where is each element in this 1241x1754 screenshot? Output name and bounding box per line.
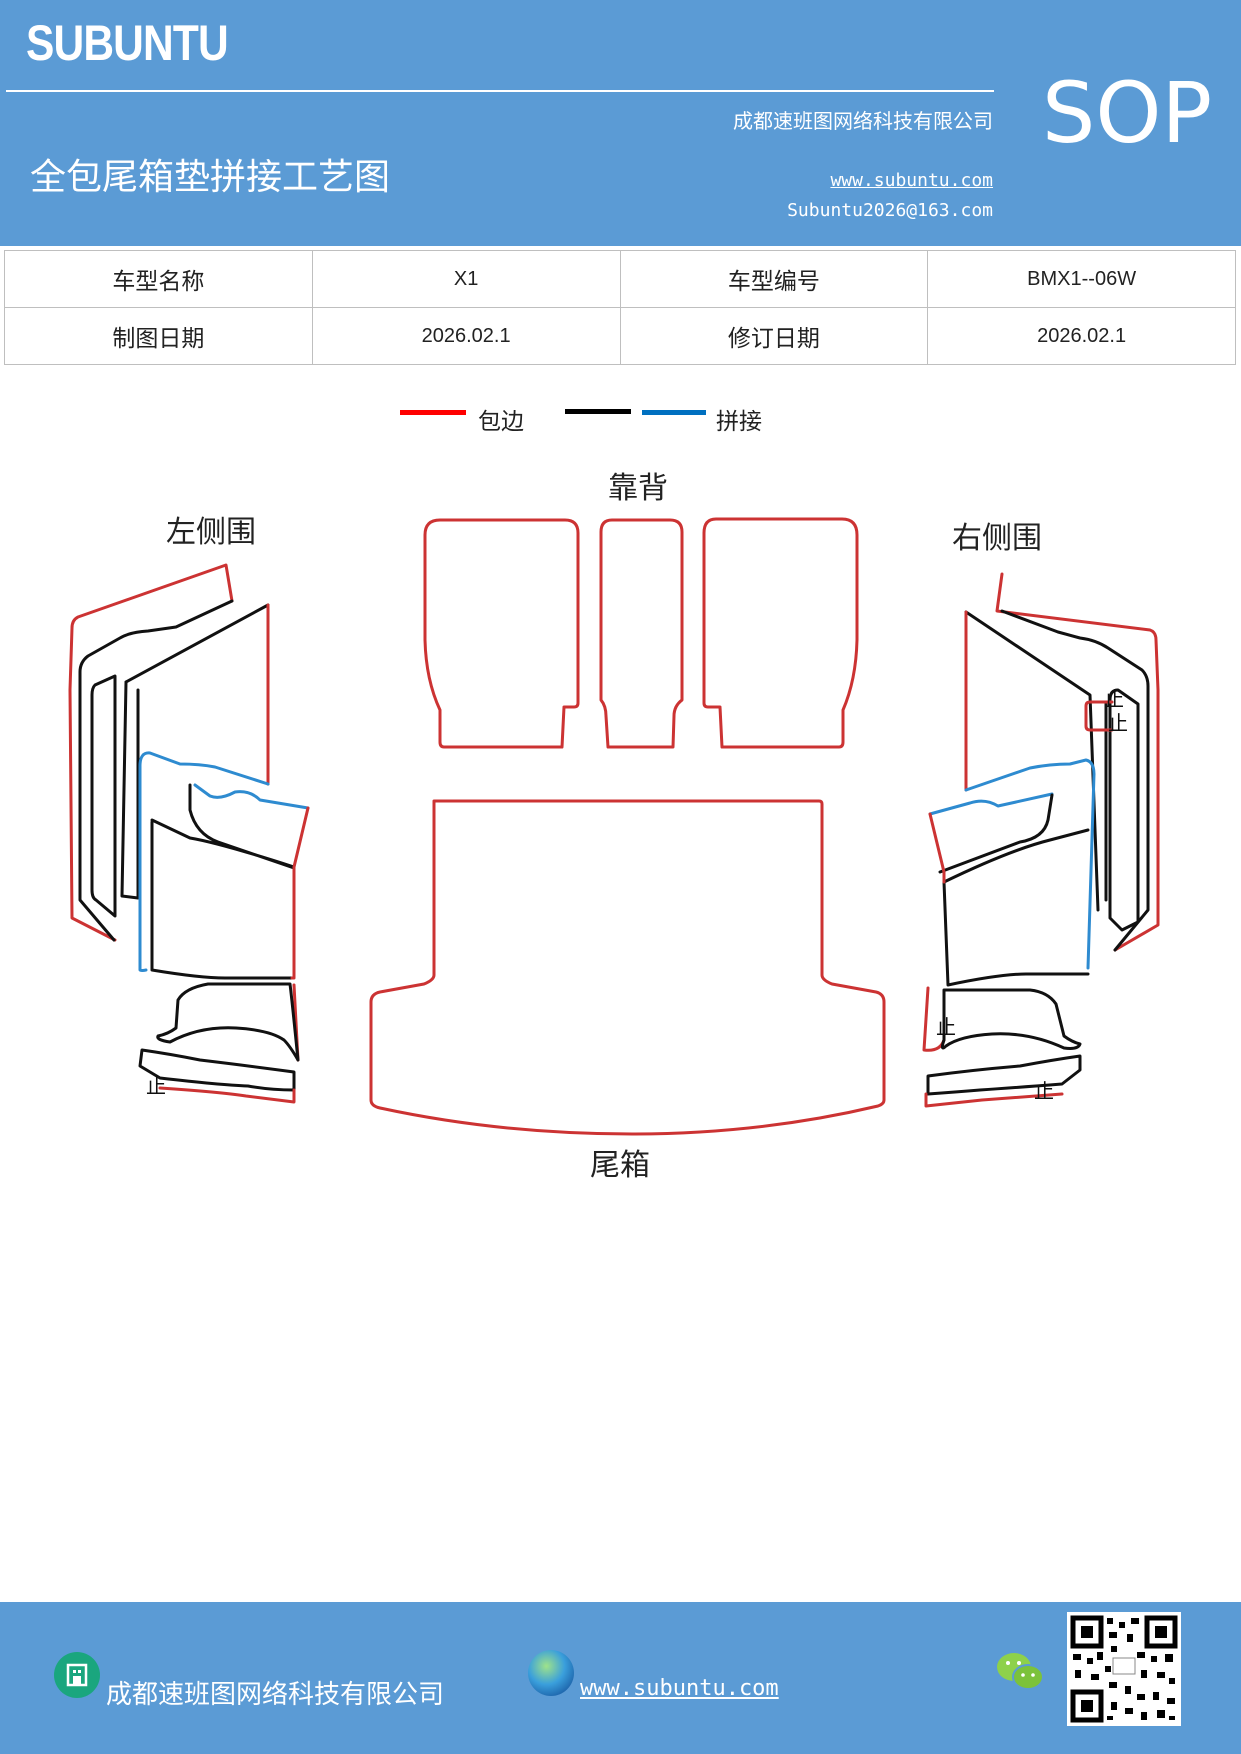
footer-url-link[interactable]: www.subuntu.com <box>580 1676 779 1701</box>
right-side-tab <box>1084 700 1114 732</box>
legend-blue-line <box>642 410 706 415</box>
right-stop-mark-1: 止 <box>1104 687 1124 711</box>
legend-label-edge: 包边 <box>478 409 524 435</box>
legend-label-seam: 拼接 <box>716 409 762 435</box>
backrest-label: 靠背 <box>608 471 668 506</box>
header-email: Subuntu2026@163.com <box>787 200 993 221</box>
backrest-left-piece <box>423 518 580 749</box>
header-banner: SUBUNTU 成都速班图网络科技有限公司 全包尾箱垫拼接工艺图 www.sub… <box>0 0 1241 246</box>
model-code-value: BMX1--06W <box>927 250 1236 308</box>
qr-code-image <box>1067 1612 1181 1726</box>
backrest-right-piece <box>702 517 859 749</box>
right-side-outer-black <box>1000 609 1150 952</box>
trunk-mat-diagram: 靠背 左侧围 右侧围 尾箱 止 止 止 <box>68 471 1160 1183</box>
globe-icon <box>528 1650 574 1696</box>
right-stop-mark-2: 止 <box>1108 711 1128 735</box>
left-side-lower-upper <box>150 783 296 870</box>
left-side-inner-strip <box>90 674 117 918</box>
right-side-blue-seam <box>928 758 1096 970</box>
right-stop-mark-4: 止 <box>1034 1079 1054 1103</box>
left-bottom-piece-1 <box>156 982 300 1062</box>
table-row: 制图日期 2026.02.1 修订日期 2026.02.1 <box>4 307 1236 365</box>
revise-date-value: 2026.02.1 <box>927 307 1236 365</box>
brand-logo: SUBUNTU <box>26 15 229 71</box>
page-title: 全包尾箱垫拼接工艺图 <box>30 157 391 198</box>
left-stop-mark: 止 <box>146 1074 166 1098</box>
right-stop-mark-3: 止 <box>936 1015 956 1039</box>
right-side-inner-strip <box>1108 688 1140 932</box>
right-bottom-piece-2-edge <box>924 1092 1064 1108</box>
right-side-lower-upper <box>938 793 1090 884</box>
table-row: 车型名称 X1 车型编号 BMX1--06W <box>4 250 1236 308</box>
left-bottom-piece-2-edge <box>158 1086 296 1104</box>
left-side-label: 左侧围 <box>166 515 256 550</box>
header-company: 成都速班图网络科技有限公司 <box>733 109 993 133</box>
wechat-icon[interactable] <box>995 1650 1045 1694</box>
footer-banner: 成都速班图网络科技有限公司 www.subuntu.com <box>0 1602 1241 1754</box>
legend-black-line <box>565 409 631 414</box>
legend-red-line <box>400 410 466 415</box>
left-side-outer-black <box>78 599 234 942</box>
model-code-label: 车型编号 <box>619 250 929 308</box>
right-side-lower-panel <box>942 880 1090 987</box>
trunk-label: 尾箱 <box>590 1148 650 1183</box>
footer-company: 成都速班图网络科技有限公司 <box>106 1680 445 1710</box>
header-url-link[interactable]: www.subuntu.com <box>830 170 993 191</box>
right-side-label: 右侧围 <box>952 521 1042 556</box>
building-icon <box>54 1652 100 1698</box>
draw-date-label: 制图日期 <box>4 307 313 365</box>
sop-badge: SOP <box>1042 64 1213 162</box>
left-side-blue-seam <box>138 751 310 972</box>
right-side-outer-edge <box>995 572 1160 952</box>
right-bottom-piece-2 <box>926 1054 1082 1096</box>
backrest-middle-piece <box>599 518 684 749</box>
left-side-upper-panel <box>120 603 270 900</box>
header-divider <box>6 90 994 92</box>
revise-date-label: 修订日期 <box>619 307 929 365</box>
model-name-value: X1 <box>311 250 621 308</box>
model-name-label: 车型名称 <box>4 250 313 308</box>
draw-date-value: 2026.02.1 <box>311 307 621 365</box>
right-side-upper-panel <box>964 610 1108 912</box>
right-bottom-piece-1 <box>940 988 1082 1050</box>
left-side-outer-edge <box>68 563 234 942</box>
model-info-table: 车型名称 X1 车型编号 BMX1--06W 制图日期 2026.02.1 修订… <box>4 250 1236 365</box>
left-side-lower-panel <box>150 820 294 980</box>
trunk-floor-piece <box>369 799 886 1136</box>
